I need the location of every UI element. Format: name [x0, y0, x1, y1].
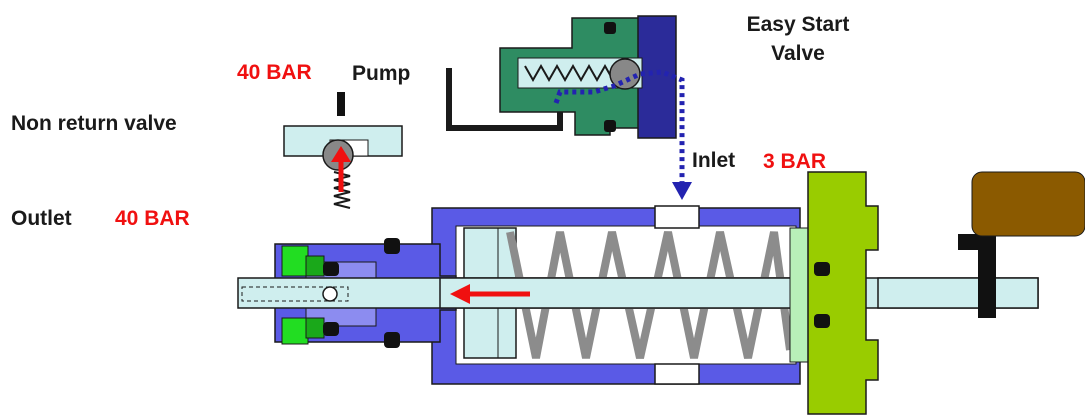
force-arrow-head [450, 284, 470, 304]
green-seal [305, 317, 325, 339]
easy-start-valve-label-line2: Valve [771, 42, 825, 65]
o-ring [323, 322, 339, 336]
outlet-pressure-label: 40 BAR [115, 207, 190, 230]
green-seal [281, 317, 309, 345]
main-cylinder [237, 171, 1085, 415]
seal-ring [604, 22, 616, 34]
inlet-port [654, 205, 700, 229]
easy-start-valve-label-line1: Easy Start [746, 13, 850, 36]
flow-arrow-head [672, 182, 692, 200]
lever [958, 171, 1085, 318]
seal-ring [604, 120, 616, 132]
outlet-label: Outlet [11, 207, 72, 230]
green-seal [281, 245, 309, 277]
o-ring [323, 262, 339, 276]
pump-pressure-label: 40 BAR [237, 61, 312, 84]
pump-pipe [446, 68, 563, 131]
easy-start-valve-label: Easy Start Valve [728, 14, 868, 64]
inlet-label: Inlet [692, 149, 736, 172]
non-return-valve-arrow-head [331, 146, 351, 162]
lever-stem [978, 240, 996, 318]
o-ring [814, 314, 830, 328]
pump-label: Pump [352, 62, 411, 85]
easy-start-valve-ball [609, 58, 641, 90]
easy-start-valve-spring [524, 63, 614, 83]
non-return-valve-label: Non return valve [11, 112, 177, 135]
easy-start-valve [499, 15, 692, 200]
right-liner [789, 227, 809, 363]
end-flange [807, 171, 879, 415]
bottom-port [654, 363, 700, 385]
o-ring [384, 238, 400, 254]
non-return-valve [283, 92, 403, 209]
shaft-channel [241, 286, 349, 302]
inlet-pressure-label: 3 BAR [763, 150, 827, 173]
shaft-port-ball [322, 286, 338, 302]
o-ring [814, 262, 830, 276]
shaft-end [877, 277, 1039, 309]
flow-path [553, 69, 685, 184]
o-ring [384, 332, 400, 348]
lever-handle [971, 171, 1085, 237]
easy-start-valve-cap [637, 15, 677, 139]
non-return-valve-stem [337, 92, 345, 116]
green-seal [305, 255, 325, 277]
